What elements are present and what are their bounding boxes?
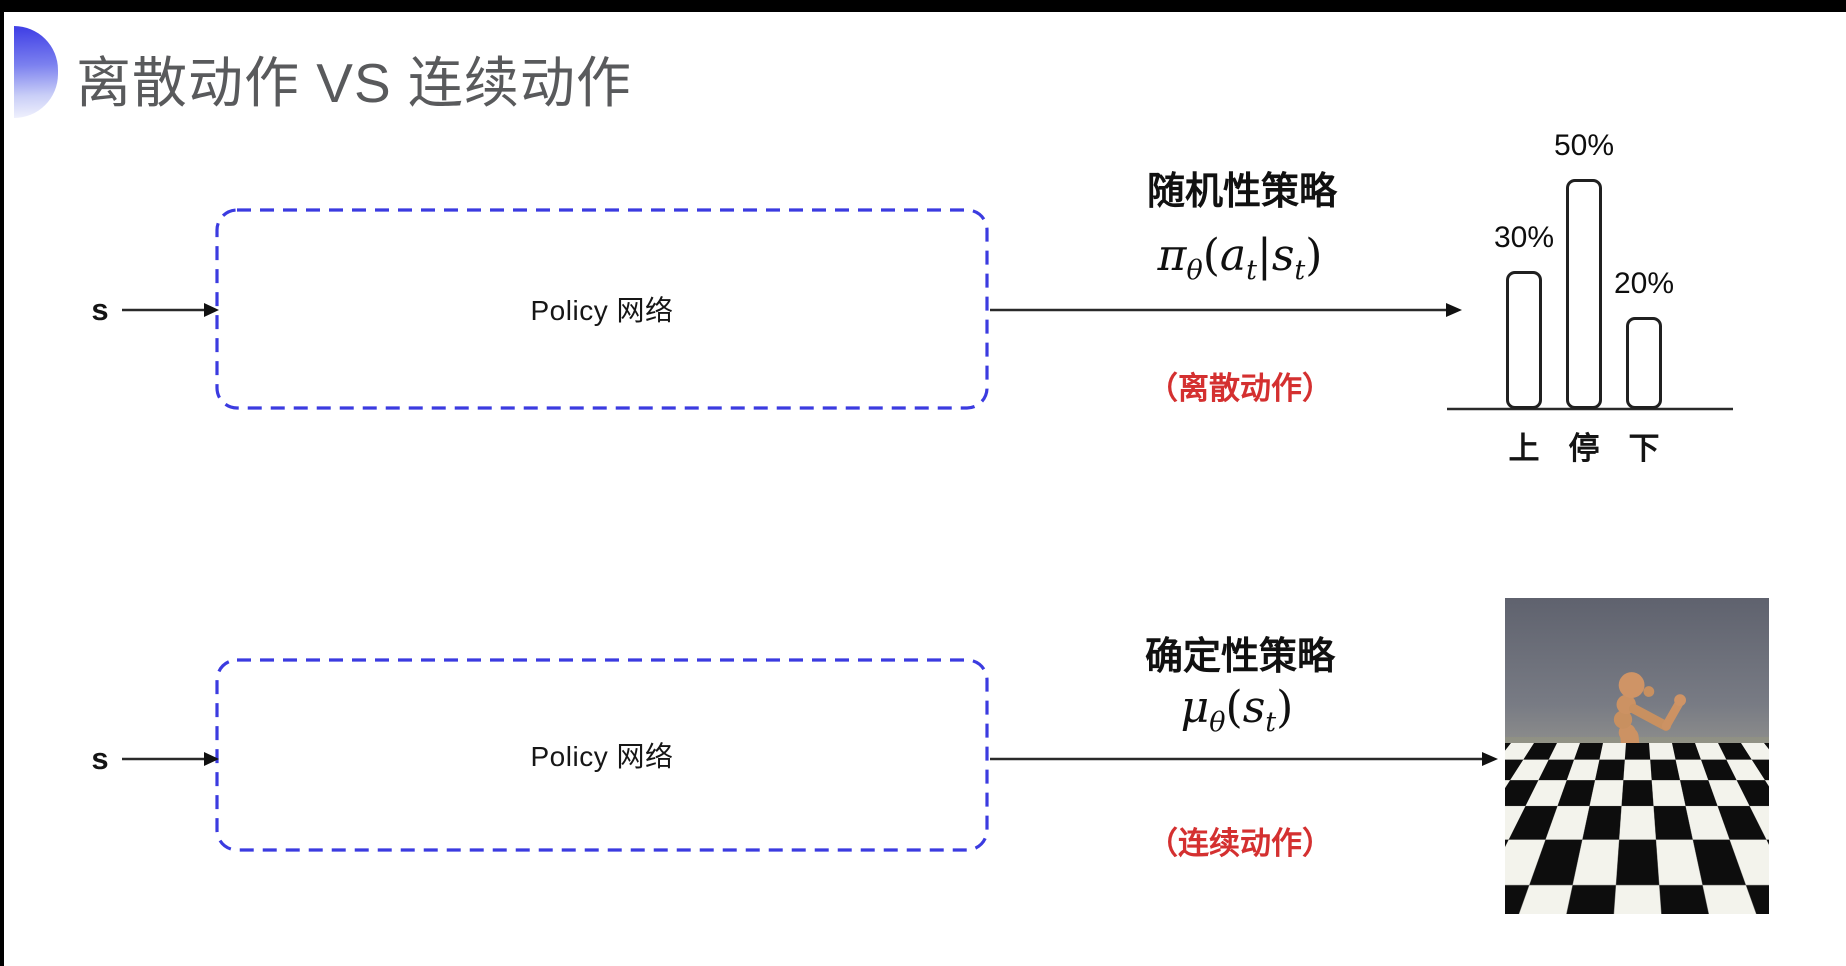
formula-mu: μ (1180, 682, 1210, 733)
bar-停 (1566, 179, 1602, 409)
formula-t-sub2: t (1294, 255, 1306, 286)
humanoid-simulation-image (1505, 598, 1769, 914)
formula-s: s (1271, 230, 1295, 281)
formula-s2: s (1242, 682, 1266, 733)
formula-theta-sub: θ (1186, 255, 1203, 286)
deterministic-policy-title: 确定性策略 (1144, 636, 1336, 678)
formula-open-paren: ( (1202, 230, 1220, 281)
state-input-label-bottom: s (91, 741, 109, 776)
policy-network-box-bottom: Policy 网络 (217, 660, 987, 850)
policy-network-label-top: Policy 网络 (530, 295, 674, 326)
checkerboard-floor (1505, 743, 1769, 914)
state-input-label-top: s (91, 292, 109, 327)
formula-pipe: | (1257, 230, 1272, 281)
bar-下 (1626, 317, 1662, 409)
stochastic-policy-formula: πθ(at|st) (1157, 230, 1323, 284)
continuous-action-note: （连续动作） (1147, 826, 1333, 861)
floor-reflection-2 (1610, 902, 1690, 914)
formula-a: a (1219, 230, 1247, 281)
formula-theta-sub2: θ (1209, 707, 1226, 738)
bar-上 (1506, 271, 1542, 409)
discrete-action-note: （离散动作） (1147, 371, 1333, 406)
page-title: 离散动作 VS 连续动作 (76, 52, 632, 114)
formula-open-paren2: ( (1225, 682, 1243, 733)
formula-t-sub1: t (1246, 255, 1257, 286)
formula-close-paren: ) (1305, 230, 1323, 281)
formula-close-paren2: ) (1276, 682, 1294, 733)
deterministic-policy-formula: μθ(st) (1180, 682, 1294, 736)
bar-category-label: 下 (1628, 431, 1660, 466)
humanoid-robot-icon (1585, 672, 1686, 866)
bar-category-label: 上 (1508, 431, 1540, 466)
bar-category-label: 停 (1568, 431, 1600, 466)
formula-t-sub3: t (1265, 707, 1277, 738)
bar-value-label: 30% (1493, 221, 1555, 254)
floor-reflection (1552, 883, 1659, 901)
bar-value-label: 50% (1553, 129, 1615, 162)
policy-network-box-top: Policy 网络 (217, 210, 987, 408)
formula-pi: π (1157, 230, 1187, 281)
bar-value-label: 20% (1613, 267, 1675, 300)
stochastic-policy-title: 随机性策略 (1146, 171, 1338, 213)
policy-network-label-bottom: Policy 网络 (530, 741, 674, 772)
